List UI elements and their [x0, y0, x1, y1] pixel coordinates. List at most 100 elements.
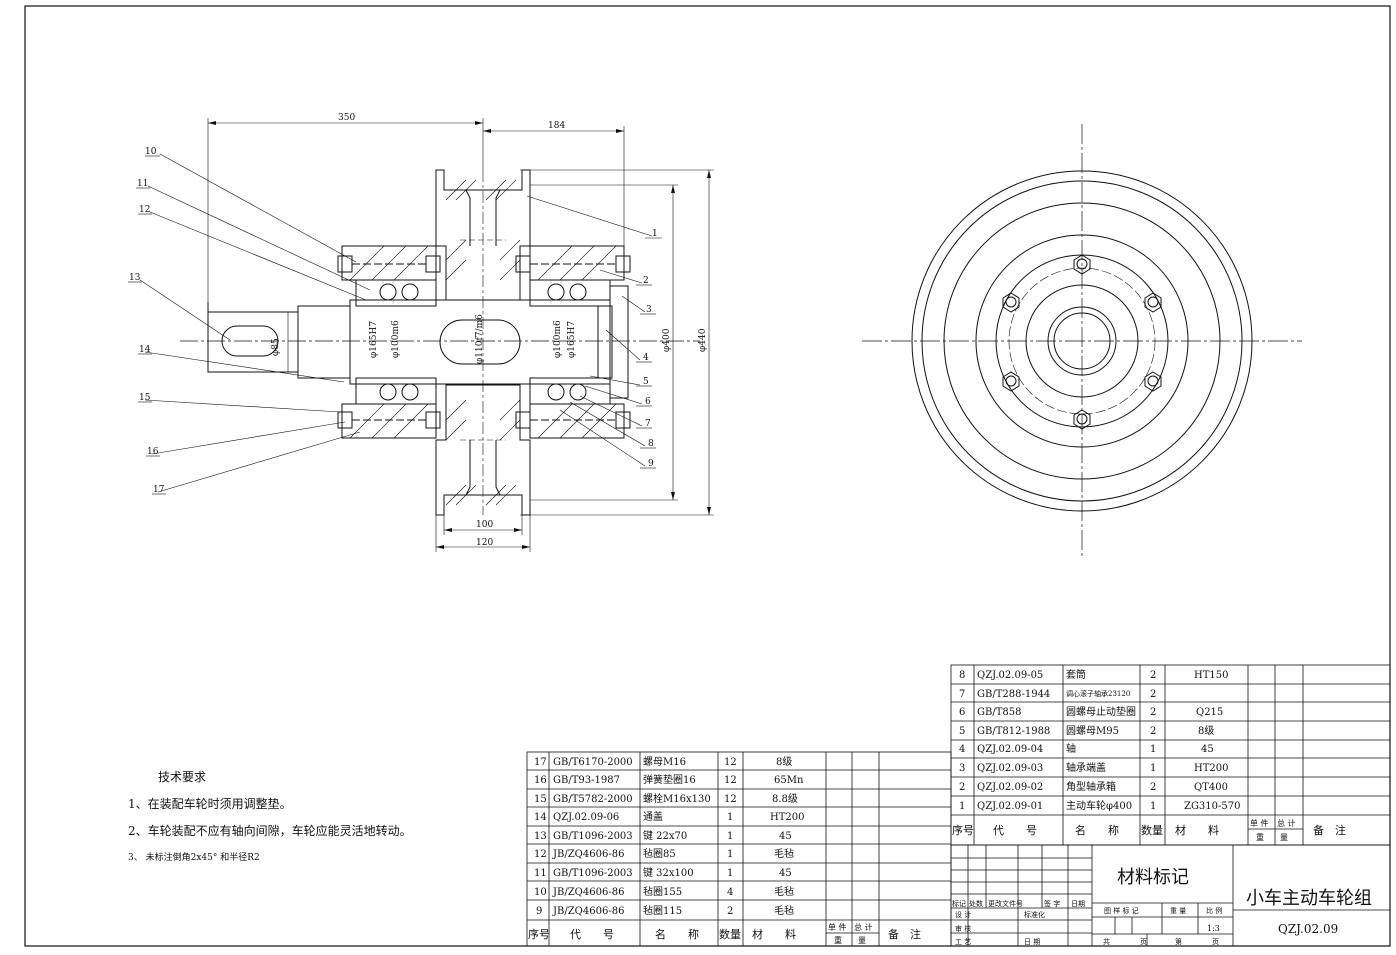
callout-11: 11 [137, 179, 148, 189]
tech-item-2: 2、车轮装配不应有轴向间隙，车轮应能灵活地转动。 [128, 824, 412, 838]
section-view [128, 118, 714, 552]
bom-no: 14 [534, 812, 547, 823]
tech-item-3: 3、 未标注倒角2x45° 和半径R2 [128, 853, 260, 863]
bom-mat: 8级 [1198, 725, 1214, 737]
label-scale: 比 例 [1206, 906, 1222, 915]
callout-9: 9 [648, 459, 654, 469]
bom-no: 5 [959, 726, 965, 737]
dim-phi85: φ85 [271, 338, 281, 356]
bolt-hexes [1002, 254, 1162, 430]
bom-no: 1 [959, 801, 965, 812]
bom-header-name: 名 称 [1075, 823, 1119, 837]
bom-qty: 1 [727, 868, 733, 879]
bom-row: 6 GB/T858 圆螺母止动垫圈 2 Q215 [959, 705, 1223, 718]
bom-name: 键 32x100 [643, 866, 694, 879]
bom-no: 17 [534, 757, 547, 768]
bom-name: 毡圈85 [643, 847, 676, 860]
callout-10: 10 [145, 147, 157, 157]
bom-no: 2 [959, 782, 965, 793]
bom-name: 圆螺母止动垫圈 [1066, 705, 1136, 718]
bom-header-code: 代 号 [570, 928, 614, 941]
bom-mat: HT200 [1194, 763, 1228, 774]
front-view [862, 124, 1302, 558]
bom-qty: 2 [1150, 707, 1156, 718]
dim-120: 120 [476, 538, 493, 548]
label-sheet-no: 第 [1175, 937, 1182, 946]
bom-code: JB/ZQ4606-86 [552, 887, 624, 898]
bom-row: 16 GB/T93-1987 弹簧垫圈16 12 65Mn [534, 773, 804, 786]
bom-name: 通盖 [643, 810, 663, 823]
bom-no: 13 [534, 831, 547, 842]
label-mark: 标记 [952, 899, 966, 908]
bom-right-rows: 8 QZJ.02.09-05 套筒 2 HT150 7 GB/T288-1944… [952, 668, 1346, 842]
scale-value: 1:3 [1207, 924, 1220, 933]
bom-row: 10 JB/ZQ4606-86 毡圈155 4 毛毡 [534, 885, 794, 898]
bom-qty: 12 [724, 775, 737, 786]
callout-13: 13 [129, 273, 141, 283]
bom-code: QZJ.02.09-02 [977, 782, 1043, 793]
bom-row: 8 QZJ.02.09-05 套筒 2 HT150 [959, 668, 1228, 681]
dim-100: 100 [476, 520, 493, 530]
bom-qty: 1 [727, 849, 733, 860]
bom-left-grid [526, 751, 952, 947]
bom-header-no: 序号 [952, 823, 974, 837]
bom-code: QZJ.02.09-03 [977, 763, 1043, 774]
bom-header-mat: 材 料 [1175, 823, 1219, 837]
bom-code: JB/ZQ4606-86 [552, 849, 624, 860]
bom-row: 13 GB/T1096-2003 键 22x70 1 45 [534, 829, 792, 842]
callout-4: 4 [643, 353, 649, 363]
label-sheet-unit2: 页 [1212, 938, 1219, 946]
bom-row: 5 GB/T812-1988 圆螺母M95 2 8级 [959, 725, 1214, 737]
bom-row: 9 JB/ZQ4606-86 毡圈115 2 毛毡 [536, 904, 794, 917]
bom-qty: 1 [1150, 744, 1156, 755]
bom-name: 角型轴承箱 [1066, 780, 1116, 793]
bom-row: 17 GB/T6170-2000 螺母M16 12 8级 [534, 756, 792, 768]
bom-mat: 毛毡 [774, 847, 794, 860]
bom-header: 序号 代 号 名 称 数量 材 料 单 件 总 计 重 量 备 注 [528, 922, 921, 945]
tech-title: 技术要求 [158, 770, 207, 784]
dim-phi400: φ400 [662, 328, 672, 352]
bom-qty: 2 [1150, 726, 1156, 737]
bom-qty: 12 [724, 757, 737, 768]
bom-header-total: 总 计 [1277, 818, 1296, 828]
bom-row: 2 QZJ.02.09-02 角型轴承箱 2 QT400 [959, 780, 1228, 793]
bom-code: GB/T288-1944 [977, 689, 1050, 700]
bom-code: GB/T6170-2000 [553, 757, 633, 768]
bom-code: QZJ.02.09-05 [977, 670, 1043, 681]
bom-no: 15 [534, 794, 547, 805]
bom-name: 弹簧垫圈16 [643, 773, 696, 786]
bom-header-note: 备 注 [888, 927, 921, 941]
bom-qty: 1 [727, 831, 733, 842]
bom-name: 螺母M16 [643, 756, 686, 768]
callout-6: 6 [645, 397, 651, 407]
title-block-text: 材料标记 小车主动车轮组 QZJ.02.09 1:3 标记 处数 更改文件号 签… [952, 867, 1372, 946]
bom-header-qty: 数量 [1141, 824, 1163, 837]
bom-row: 12 JB/ZQ4606-86 毡圈85 1 毛毡 [534, 847, 794, 860]
bom-no: 6 [959, 707, 965, 718]
bom-code: QZJ.02.09-04 [977, 744, 1043, 755]
bom-code: GB/T5782-2000 [553, 794, 633, 805]
bom-no: 4 [959, 744, 965, 755]
bom-mat: HT200 [770, 812, 804, 823]
label-design: 设 计 [955, 910, 971, 919]
bom-header-weight: 重 量 [1256, 832, 1288, 842]
bom-qty: 2 [727, 906, 733, 917]
bom-mat: HT150 [1194, 670, 1228, 681]
bom-no: 10 [534, 887, 547, 898]
callout-14: 14 [139, 345, 151, 355]
bom-mat: 45 [1201, 744, 1214, 755]
dim-phi100-right: φ100m6 [553, 320, 563, 358]
bom-mat: 45 [779, 831, 792, 842]
label-review: 审 核 [955, 924, 971, 933]
bom-qty: 4 [727, 887, 733, 898]
bom-row: 1 QZJ.02.09-01 主动车轮φ400 1 ZG310-570 [959, 799, 1241, 812]
label-date: 日期 [1071, 900, 1085, 908]
callout-7: 7 [645, 419, 651, 429]
bom-row: 11 GB/T1096-2003 键 32x100 1 45 [534, 866, 792, 879]
bom-name: 毡圈155 [643, 885, 682, 898]
bom-header-code: 代 号 [993, 824, 1037, 837]
bom-header-no: 序号 [528, 927, 550, 941]
bom-right-grid [950, 664, 1391, 846]
dimension-labels: 350 184 100 120 φ400 φ440 φ110f7/m6 φ100… [271, 113, 708, 548]
bom-header-name: 名 称 [655, 927, 699, 941]
